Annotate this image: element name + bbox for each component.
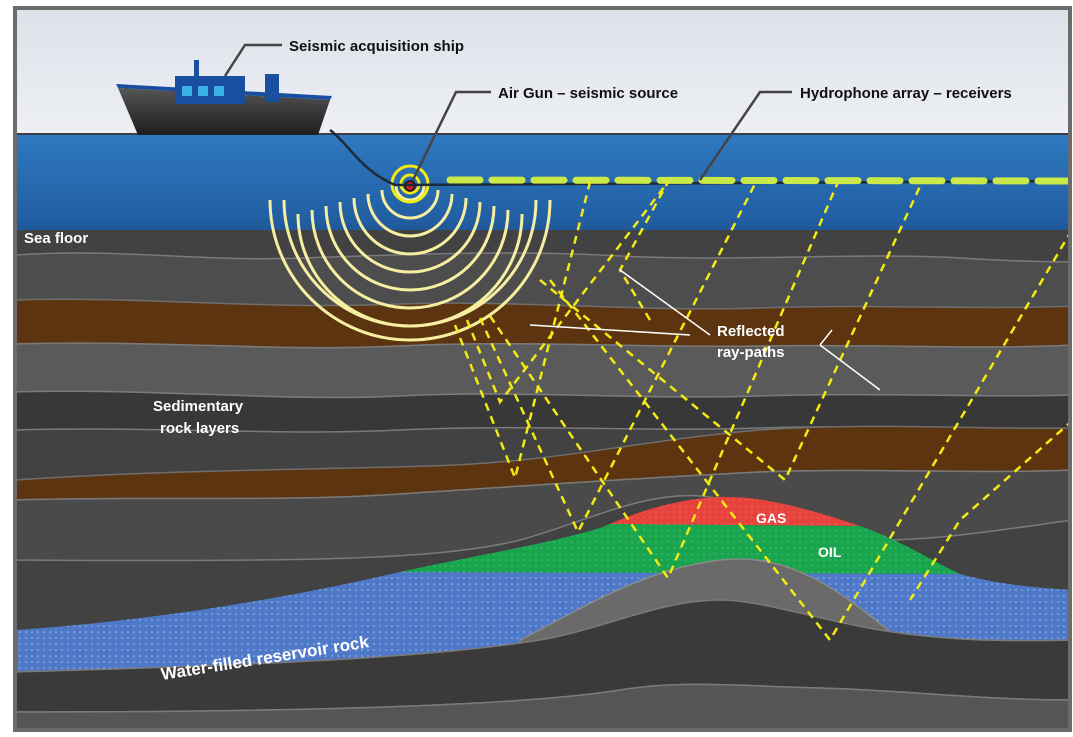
oil-dots	[400, 524, 960, 574]
ship-window-1	[182, 86, 192, 96]
seismic-ship	[116, 60, 332, 135]
reflected-label-pointers	[529, 269, 881, 391]
rock-layer-grey-1	[15, 342, 1070, 399]
tow-cable	[329, 129, 1070, 187]
ship-label: Seismic acquisition ship	[289, 38, 464, 55]
gas-dots	[610, 496, 860, 526]
ship-bridge	[265, 74, 279, 102]
gas-label: GAS	[756, 510, 786, 526]
hydrophone-array	[446, 176, 1070, 185]
ship-window-3	[214, 86, 224, 96]
rock-layer-anticline-grey	[15, 469, 1070, 562]
airgun-label: Air Gun – seismic source	[498, 85, 678, 102]
diagram-border	[13, 6, 1072, 732]
top-label-pointers	[223, 43, 792, 181]
ship-mast	[194, 60, 199, 78]
sea-floor-label: Sea floor	[24, 230, 88, 247]
ship-window-2	[198, 86, 208, 96]
sedimentary-label-line1: Sedimentary	[153, 398, 244, 415]
reflected-label-line2: ray-paths	[717, 344, 785, 361]
sedimentary-label-line2: rock layers	[160, 420, 239, 437]
reflected-label-line1: Reflected	[717, 323, 785, 340]
hydrophone-label: Hydrophone array – receivers	[800, 85, 1012, 102]
rock-layer-bottom	[15, 683, 1070, 730]
oil-label: OIL	[818, 544, 842, 560]
rock-layer-dark-1	[15, 390, 1070, 433]
seismic-wavefronts	[268, 185, 552, 342]
rock-layer-brown-1	[15, 298, 1070, 349]
